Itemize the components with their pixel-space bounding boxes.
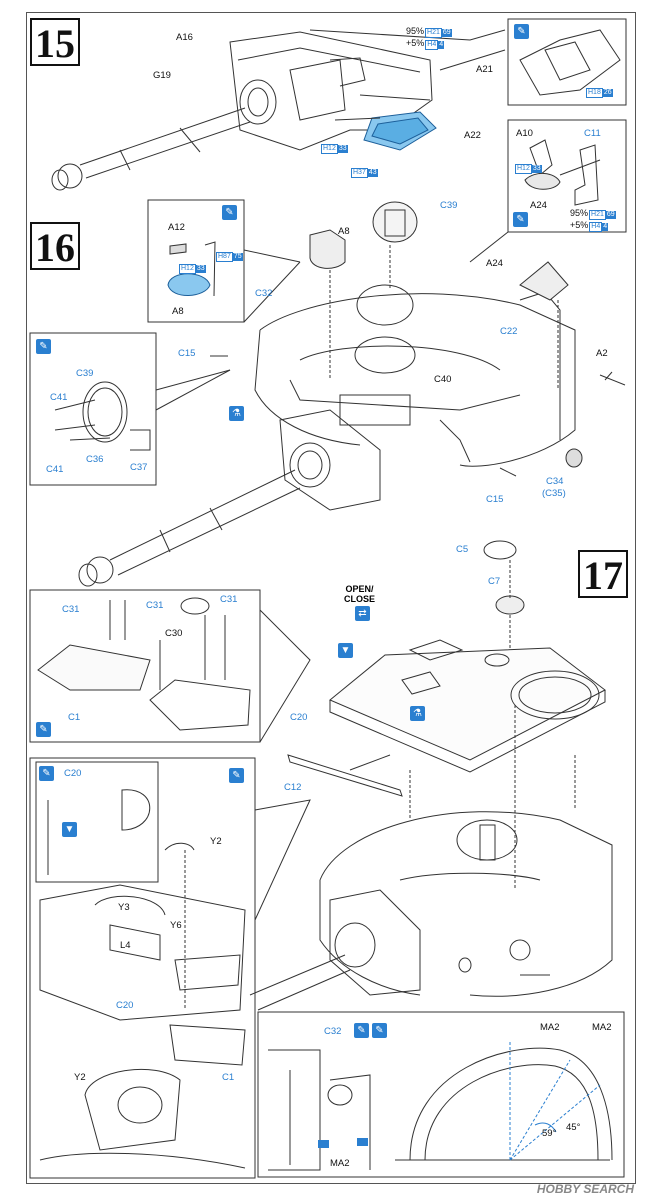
open-close-icon: ⇄	[355, 606, 370, 621]
inset-c39	[29, 332, 157, 486]
part-label-c22: C22	[500, 326, 518, 337]
part-label-a10: A10	[516, 128, 533, 139]
part-label-a16: A16	[176, 32, 193, 43]
part-label-c39-inset: C39	[76, 368, 94, 379]
part-label-c39: C39	[440, 200, 458, 211]
part-label-c1-top: C1	[68, 712, 81, 723]
part-label-c34: C34	[546, 476, 564, 487]
part-label-c15-bottom: C15	[486, 494, 504, 505]
part-label-a21: A21	[476, 64, 493, 75]
part-label-c36: C36	[86, 454, 104, 465]
paint-brush-icon: ✎	[39, 766, 54, 781]
step-number-16: 16	[30, 222, 80, 270]
inset-c1	[29, 589, 261, 743]
part-label-c32: C32	[255, 288, 273, 299]
step16-turret-drawing	[78, 284, 576, 587]
part-label-a22: A22	[464, 130, 481, 141]
part-label-y2-top: Y2	[210, 836, 222, 847]
paint-brush-icon: ✎	[36, 339, 51, 354]
part-label-a24-inset: A24	[530, 200, 547, 211]
step17-roof-plate	[329, 639, 606, 773]
part-label-y6: Y6	[170, 920, 182, 931]
watermark: HOBBY SEARCH	[536, 1182, 634, 1196]
part-label-c40: C40	[434, 374, 452, 385]
part-label-ma2-top1: MA2	[540, 1022, 560, 1033]
paint-brush-icon: ✎	[36, 722, 51, 737]
paint-brush-icon: ✎	[354, 1023, 369, 1038]
step17-turret-drawing	[249, 811, 613, 1011]
part-label-l4: L4	[120, 940, 131, 951]
inset-c20-detail	[35, 761, 159, 883]
paint-brush-icon: ✎	[372, 1023, 387, 1038]
inset-top-right	[507, 18, 627, 106]
drill-icon: ▼	[338, 643, 353, 658]
part-label-c11: C11	[584, 128, 601, 139]
step15-turret-roof-drawing	[51, 31, 433, 191]
paint-brush-icon: ✎	[513, 212, 528, 227]
angle-label-45: 45°	[566, 1122, 581, 1133]
inset-c11	[507, 119, 627, 233]
part-label-y2-low: Y2	[74, 1072, 86, 1083]
glue-icon: ⚗	[410, 706, 425, 721]
part-label-c30: C30	[165, 628, 183, 639]
angle-label-59: 59°	[542, 1128, 557, 1139]
part-label-c20-inset: C20	[64, 768, 82, 779]
part-label-y3: Y3	[118, 902, 130, 913]
paint-brush-icon: ✎	[229, 768, 244, 783]
open-close-label: OPEN/CLOSE	[344, 584, 376, 604]
part-label-a24: A24	[486, 258, 503, 269]
drill-icon: ▼	[62, 822, 77, 837]
step-number-15: 15	[30, 18, 80, 66]
part-label-c32-low: C32	[324, 1026, 342, 1037]
glue-icon: ⚗	[229, 406, 244, 421]
part-label-a2: A2	[596, 348, 608, 359]
part-label-a8: A8	[338, 226, 350, 237]
part-label-a12: A12	[168, 222, 185, 233]
part-label-c20: C20	[290, 712, 308, 723]
part-label-c5: C5	[456, 544, 469, 555]
part-label-c15-top: C15	[178, 348, 196, 359]
part-label-c20-low: C20	[116, 1000, 134, 1011]
part-label-c1-low: C1	[222, 1072, 235, 1083]
inset-c20	[29, 757, 256, 1179]
instruction-frame	[26, 12, 636, 1184]
paint-brush-icon: ✎	[514, 24, 529, 39]
part-label-c35: (C35)	[542, 488, 566, 499]
part-label-c37: C37	[130, 462, 148, 473]
part-label-g19: G19	[153, 70, 171, 81]
inset-a12-a8	[147, 199, 245, 323]
part-label-c31-b: C31	[146, 600, 164, 611]
part-label-c7: C7	[488, 576, 501, 587]
inset-ma2	[257, 1011, 625, 1178]
paint-brush-icon: ✎	[222, 205, 237, 220]
step-number-17: 17	[578, 550, 628, 598]
part-label-c41-a: C41	[50, 392, 68, 403]
part-label-ma2-left: MA2	[330, 1158, 350, 1169]
part-label-c41-b: C41	[46, 464, 64, 475]
part-label-c31-a: C31	[62, 604, 80, 615]
part-label-ma2-top2: MA2	[592, 1022, 612, 1033]
part-label-c12: C12	[284, 782, 302, 793]
part-label-c31-c: C31	[220, 594, 238, 605]
part-label-a8-inset: A8	[172, 306, 184, 317]
